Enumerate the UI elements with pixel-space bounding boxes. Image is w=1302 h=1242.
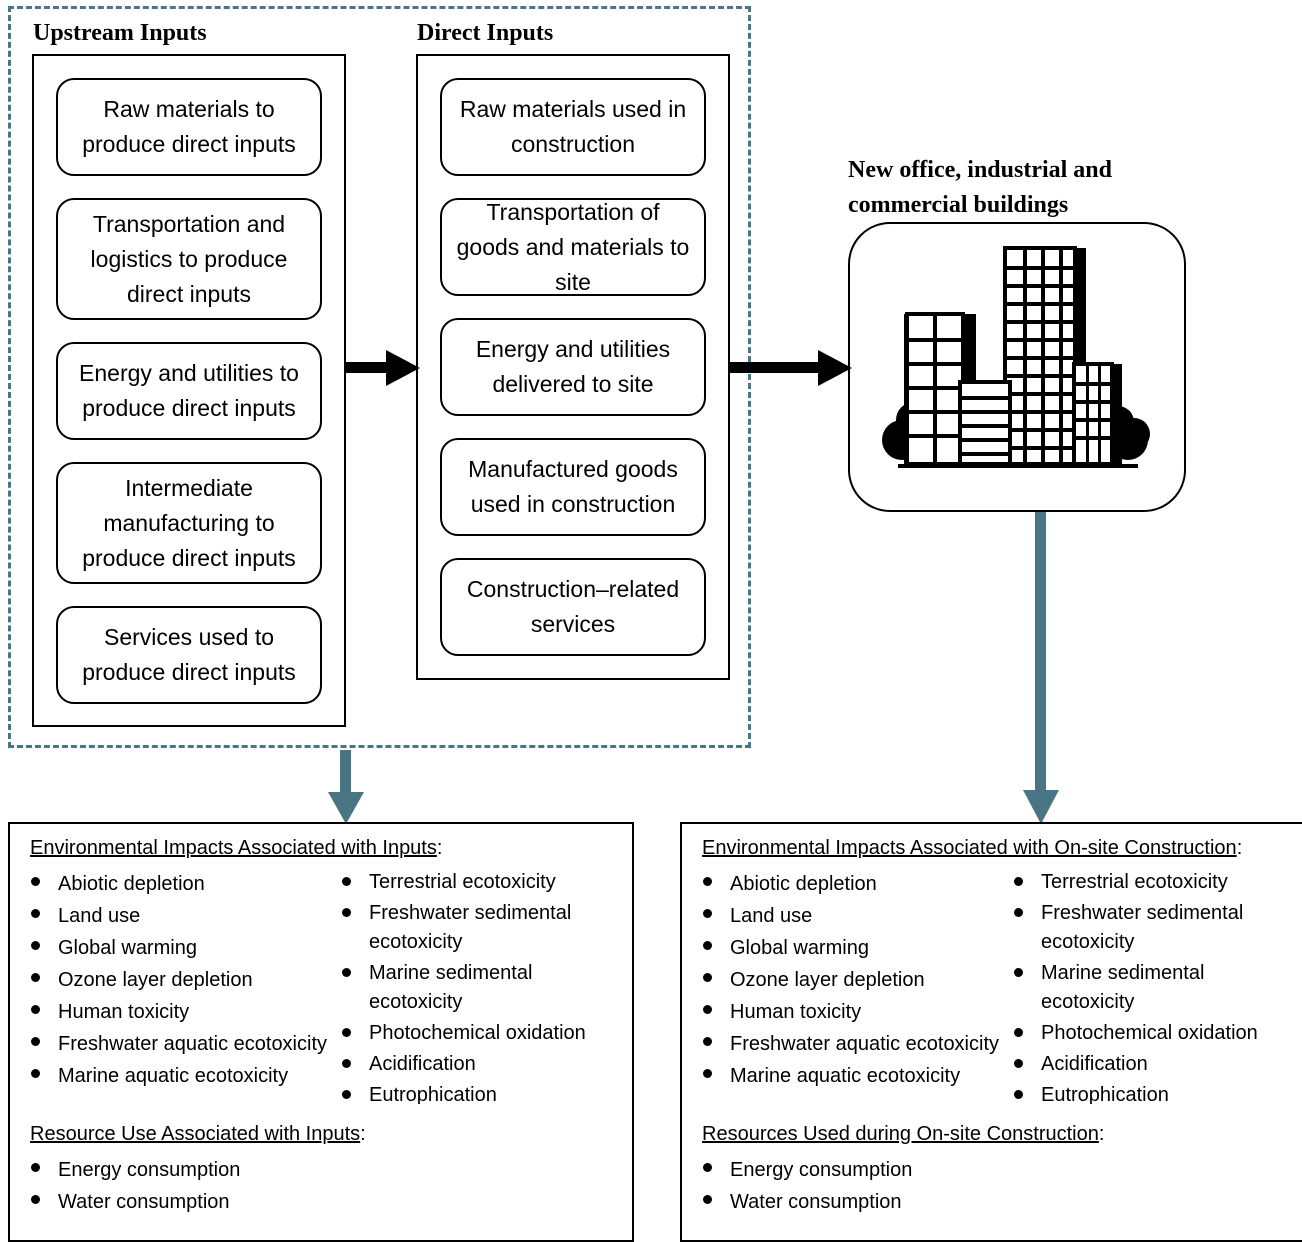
list-item: Global warming	[702, 932, 1012, 964]
city-buildings-icon	[882, 246, 1150, 468]
list-item: Freshwater sedimental ecotoxicity	[1013, 899, 1263, 957]
direct-item: Construction–related services	[440, 558, 706, 656]
impacts-onsite-right-list: Terrestrial ecotoxicity Freshwater sedim…	[1013, 868, 1263, 1104]
impacts-onsite-right-clip: Terrestrial ecotoxicity Freshwater sedim…	[1013, 868, 1283, 1104]
list-item: Freshwater aquatic ecotoxicity	[702, 1028, 1012, 1060]
list-item: Photochemical oxidation	[1013, 1019, 1263, 1048]
impacts-inputs-box	[8, 822, 634, 1242]
list-item: Ozone layer depletion	[30, 964, 340, 996]
impacts-inputs-title: Environmental Impacts Associated with In…	[30, 837, 443, 859]
list-item: Energy consumption	[702, 1154, 1002, 1186]
list-item: Water consumption	[702, 1186, 1002, 1218]
list-item: Water consumption	[30, 1186, 330, 1218]
resources-onsite-title: Resources Used during On-site Constructi…	[702, 1123, 1105, 1145]
list-item: Eutrophication	[341, 1081, 591, 1104]
list-item: Photochemical oxidation	[341, 1019, 591, 1048]
arrow-down-buildings	[1023, 512, 1059, 824]
impacts-onsite-title: Environmental Impacts Associated with On…	[702, 837, 1243, 859]
list-item: Freshwater aquatic ecotoxicity	[30, 1028, 340, 1060]
direct-item: Transportation of goods and materials to…	[440, 198, 706, 296]
list-item: Marine aquatic ecotoxicity	[702, 1060, 1012, 1092]
impacts-inputs-right-clip: Terrestrial ecotoxicity Freshwater sedim…	[341, 868, 611, 1104]
list-item: Acidification	[1013, 1050, 1263, 1079]
buildings-heading: New office, industrial and commercial bu…	[848, 157, 1112, 218]
upstream-heading: Upstream Inputs	[33, 20, 207, 46]
impacts-inputs-left-list: Abiotic depletion Land use Global warmin…	[30, 868, 340, 1092]
inputs-boundary	[8, 6, 751, 748]
list-item: Eutrophication	[1013, 1081, 1263, 1104]
upstream-item: Raw materials to produce direct inputs	[56, 78, 322, 176]
direct-item: Raw materials used in construction	[440, 78, 706, 176]
upstream-item: Services used to produce direct inputs	[56, 606, 322, 704]
direct-item: Energy and utilities delivered to site	[440, 318, 706, 416]
upstream-item: Intermediate manufacturing to produce di…	[56, 462, 322, 584]
upstream-item: Transportation and logistics to produce …	[56, 198, 322, 320]
list-item: Abiotic depletion	[702, 868, 1012, 900]
list-item: Marine aquatic ecotoxicity	[30, 1060, 340, 1092]
list-item: Freshwater sedimental ecotoxicity	[341, 899, 591, 957]
list-item: Acidification	[341, 1050, 591, 1079]
list-item: Terrestrial ecotoxicity	[341, 868, 591, 897]
list-item: Human toxicity	[30, 996, 340, 1028]
impacts-onsite-box	[680, 822, 1302, 1242]
list-item: Abiotic depletion	[30, 868, 340, 900]
direct-heading: Direct Inputs	[417, 20, 554, 46]
list-item: Marine sedimental ecotoxicity	[1013, 959, 1263, 1017]
arrow-down-inputs	[328, 750, 364, 824]
resources-inputs-list: Energy consumption Water consumption	[30, 1154, 330, 1218]
list-item: Energy consumption	[30, 1154, 330, 1186]
upstream-panel	[32, 54, 346, 727]
list-item: Human toxicity	[702, 996, 1012, 1028]
resources-inputs-title: Resource Use Associated with Inputs:	[30, 1123, 366, 1145]
list-item: Ozone layer depletion	[702, 964, 1012, 996]
arrow-upstream-to-direct	[344, 350, 420, 386]
arrow-direct-to-buildings	[728, 350, 852, 386]
upstream-item: Energy and utilities to produce direct i…	[56, 342, 322, 440]
resources-onsite-list: Energy consumption Water consumption	[702, 1154, 1002, 1218]
direct-item: Manufactured goods used in construction	[440, 438, 706, 536]
list-item: Land use	[30, 900, 340, 932]
list-item: Land use	[702, 900, 1012, 932]
list-item: Marine sedimental ecotoxicity	[341, 959, 591, 1017]
list-item: Global warming	[30, 932, 340, 964]
impacts-onsite-left-list: Abiotic depletion Land use Global warmin…	[702, 868, 1012, 1092]
impacts-inputs-right-list: Terrestrial ecotoxicity Freshwater sedim…	[341, 868, 591, 1104]
list-item: Terrestrial ecotoxicity	[1013, 868, 1263, 897]
